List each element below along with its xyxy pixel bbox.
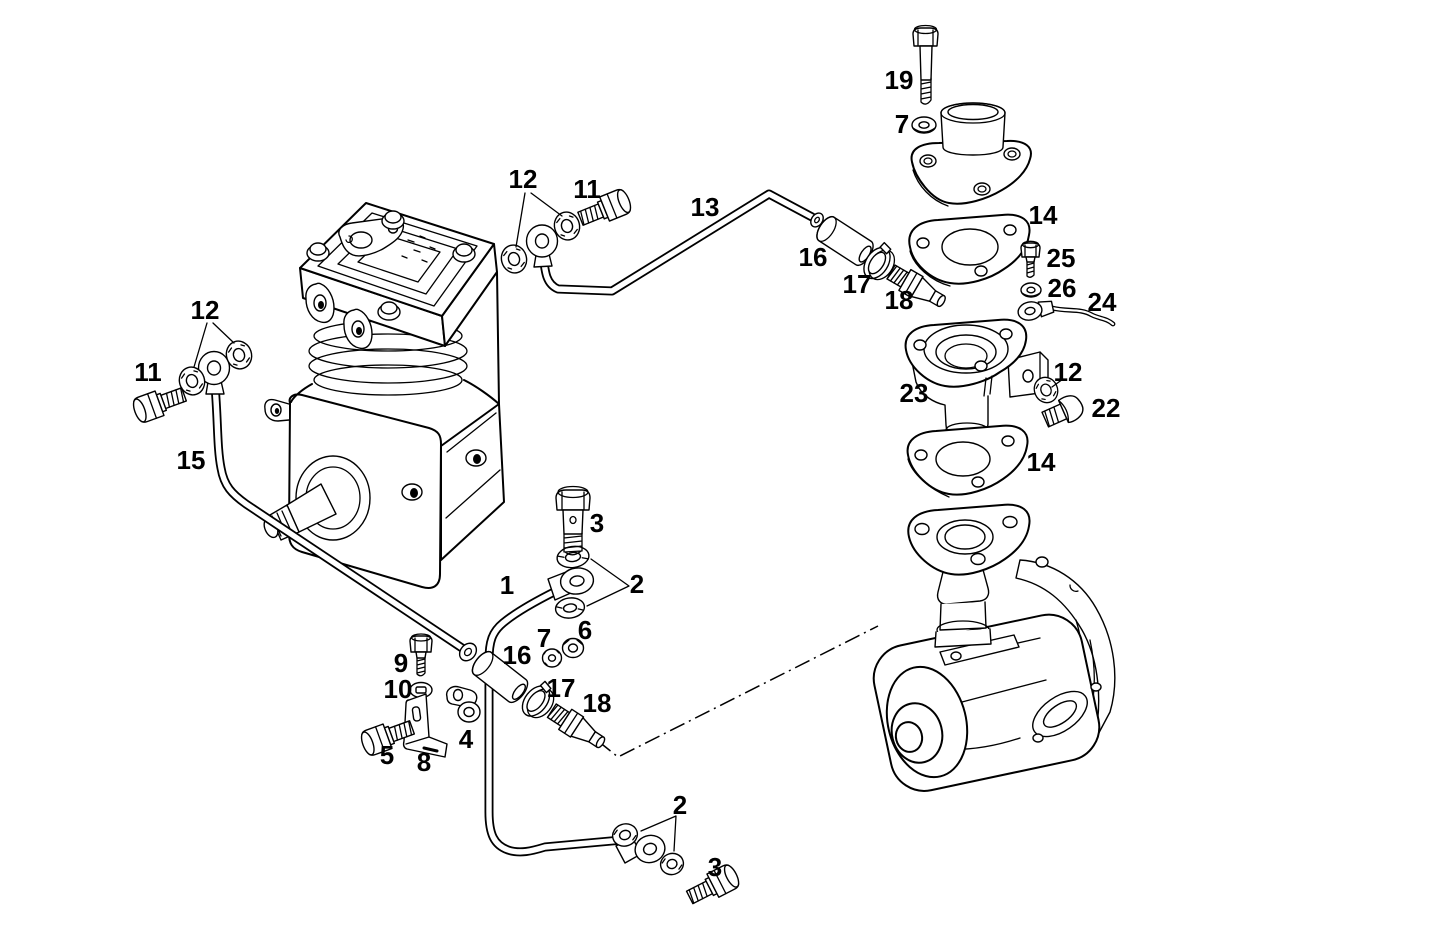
bracket-8 bbox=[402, 693, 448, 758]
leader-lines bbox=[193, 192, 1064, 852]
callout-5: 5 bbox=[380, 740, 394, 770]
callout-7-top: 7 bbox=[895, 109, 909, 139]
callout-10: 10 bbox=[384, 674, 413, 704]
callout-12-top: 12 bbox=[509, 164, 538, 194]
washer-26 bbox=[1020, 282, 1042, 298]
air-compressor bbox=[263, 202, 505, 589]
outlet-cover bbox=[910, 102, 1032, 207]
banjo-eye-1-bottom bbox=[634, 834, 666, 864]
callout-8: 8 bbox=[417, 747, 431, 777]
clamp-4 bbox=[445, 685, 481, 723]
banjo-eye-1-top bbox=[559, 567, 595, 595]
banjo-eye-15 bbox=[197, 350, 231, 386]
bolt-9 bbox=[409, 633, 433, 677]
washers-2-bottom bbox=[611, 823, 685, 876]
gasket-14-bottom bbox=[906, 424, 1029, 498]
banjo-bolt-3-mid bbox=[555, 485, 591, 556]
bolt-25 bbox=[1020, 240, 1041, 278]
plug-22 bbox=[1041, 395, 1084, 428]
callout-12-right: 12 bbox=[1054, 357, 1083, 387]
callout-18-top: 18 bbox=[885, 285, 914, 315]
callouts: 19 7 14 25 26 24 12 11 13 16 17 18 23 12… bbox=[134, 65, 1120, 882]
adapter-housing-23 bbox=[904, 318, 1049, 438]
callout-14-top: 14 bbox=[1029, 200, 1058, 230]
callout-16-top: 16 bbox=[799, 242, 828, 272]
callout-17-mid: 17 bbox=[547, 673, 576, 703]
callout-14-bottom: 14 bbox=[1027, 447, 1056, 477]
callout-3-bottom: 3 bbox=[708, 852, 722, 882]
callout-2-bottom: 2 bbox=[673, 790, 687, 820]
callout-11-top: 11 bbox=[573, 174, 601, 204]
callout-2-mid: 2 bbox=[630, 569, 644, 599]
mounting-centerline bbox=[597, 625, 879, 758]
callout-22: 22 bbox=[1092, 393, 1121, 423]
washer-7-top bbox=[911, 116, 937, 134]
callout-11-left: 11 bbox=[134, 357, 162, 387]
callout-26: 26 bbox=[1048, 273, 1077, 303]
water-pump bbox=[872, 503, 1116, 792]
callout-15: 15 bbox=[177, 445, 206, 475]
nut-6 bbox=[561, 637, 585, 659]
callout-9: 9 bbox=[394, 648, 408, 678]
banjo-eye-13 bbox=[525, 224, 559, 258]
callout-16-mid: 16 bbox=[503, 640, 532, 670]
mounting-bolt-19 bbox=[912, 24, 939, 105]
callout-3-mid: 3 bbox=[590, 508, 604, 538]
callout-17-top: 17 bbox=[843, 269, 872, 299]
cable-24 bbox=[1017, 300, 1116, 327]
callout-1: 1 bbox=[500, 570, 514, 600]
callout-18-mid: 18 bbox=[583, 688, 612, 718]
callout-12-left: 12 bbox=[191, 295, 220, 325]
callout-7-mid: 7 bbox=[537, 623, 551, 653]
callout-6: 6 bbox=[578, 615, 592, 645]
callout-4: 4 bbox=[459, 724, 474, 754]
washer-7-mid bbox=[541, 648, 563, 668]
callout-24: 24 bbox=[1088, 287, 1117, 317]
oil-pipe-15 bbox=[197, 350, 478, 662]
oil-pipe-13 bbox=[525, 189, 824, 296]
callout-23: 23 bbox=[900, 378, 929, 408]
callout-25: 25 bbox=[1047, 243, 1076, 273]
callout-13: 13 bbox=[691, 192, 720, 222]
callout-19: 19 bbox=[885, 65, 914, 95]
